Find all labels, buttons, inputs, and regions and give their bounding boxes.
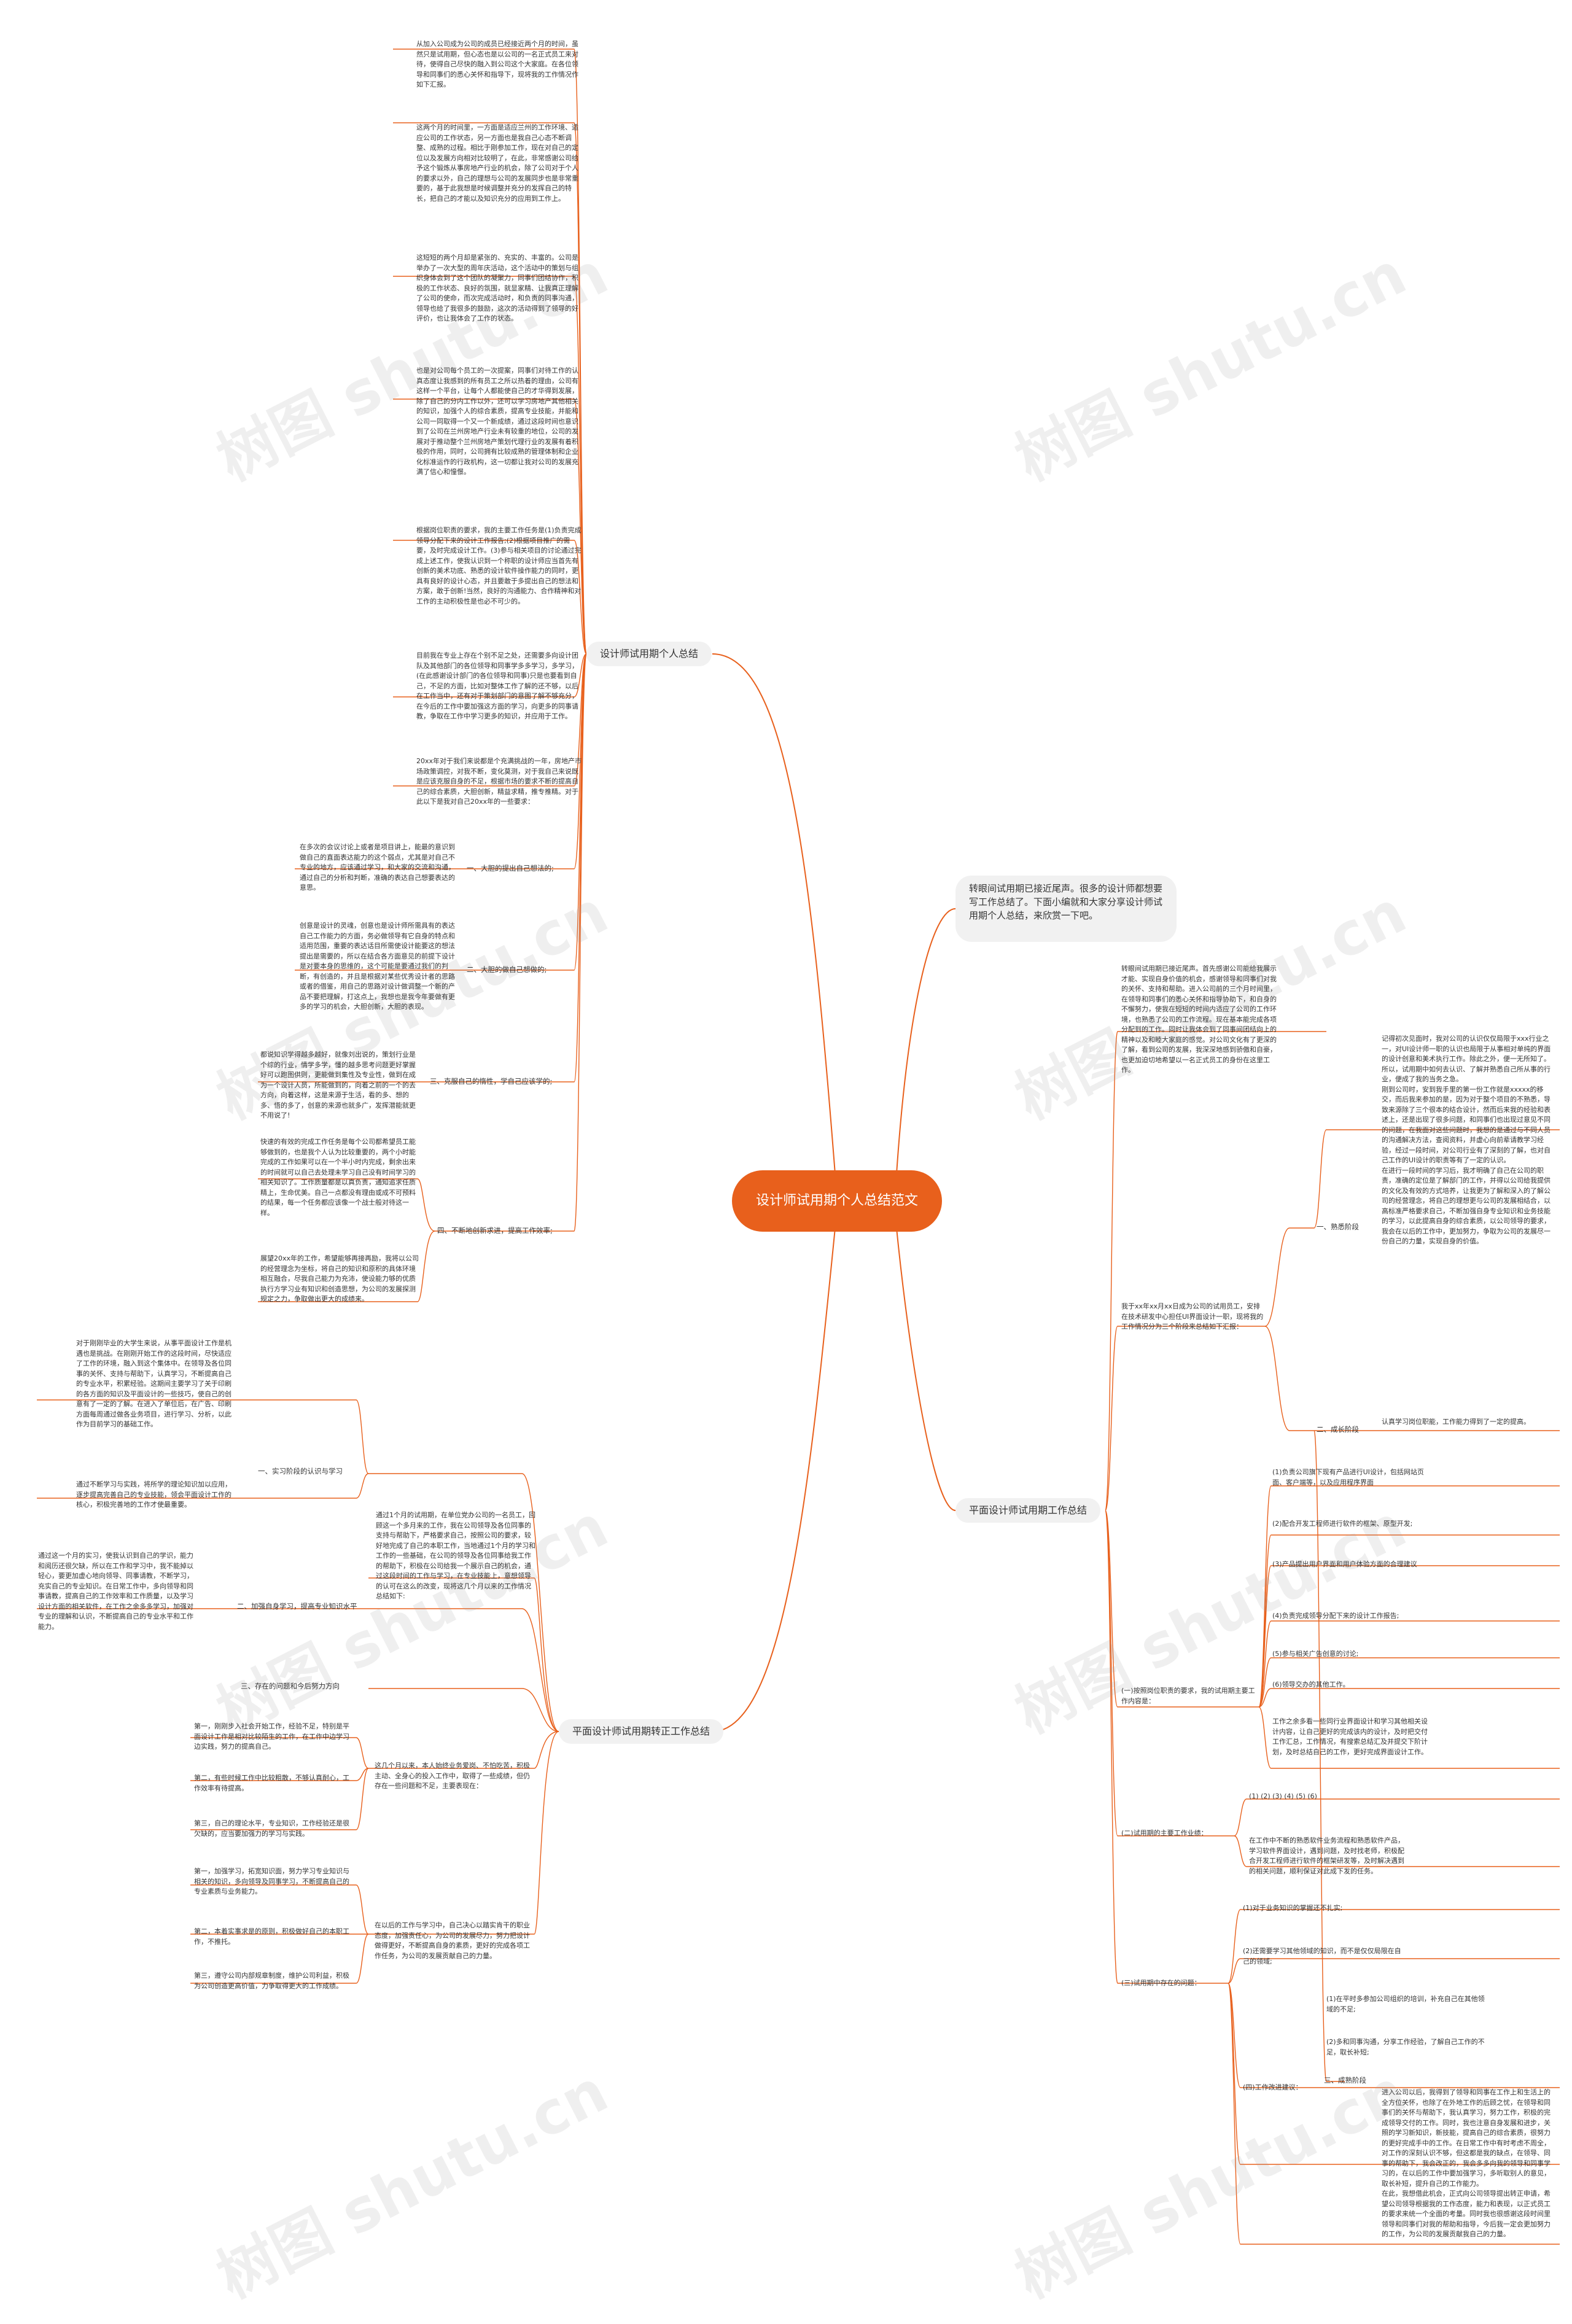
- b1-sub-text: 创意是设计的灵魂，创意也是设计师所需具有的表达自己工作能力的方面，务必做领导有它…: [300, 922, 455, 1011]
- b2-s3-item: 第一，刚刚步入社会开始工作，经验不足，特别是平面设计工作是相对比较陌生的工作，在…: [194, 1722, 349, 1751]
- b3-trial2-label[interactable]: (二)试用期的主要工作业绩：: [1121, 1829, 1208, 1837]
- b3-stage3-text: 进入公司以后，我得到了领导和同事在工作上和生活上的全方位关怀，也除了在外地工作的…: [1382, 2088, 1551, 2238]
- branch-work-summary[interactable]: 平面设计师试用期工作总结: [955, 1498, 1101, 1523]
- b2-main-text: 通过1个月的试用期，在单位党办公司的一名员工，回顾这一个多月来的工作，我在公司领…: [376, 1511, 535, 1600]
- b2-s5-text: 在以后的工作与学习中，自己决心以踏实肯干的职业态度，加强责任心，为公司的发展尽力…: [375, 1921, 530, 1960]
- branch-regularization-summary[interactable]: 平面设计师试用期转正工作总结: [559, 1719, 724, 1744]
- b3-task: (3)产品提出用户界面和用户体验方面的合理建议: [1272, 1560, 1417, 1568]
- central-topic[interactable]: 设计师试用期个人总结范文: [732, 1170, 942, 1232]
- b1-sub-3[interactable]: 三、克服自己的惰性，学自己应该学的;: [430, 1077, 553, 1086]
- b3-trial3-item: (1)对于业务知识的掌握还不扎实;: [1243, 1904, 1343, 1912]
- b1-paragraph: 这短短的两个月却是紧张的、充实的、丰富的。公司是举办了一次大型的周年庆活动，这个…: [416, 254, 578, 322]
- b2-s5-item: 第一，加强学习，拓宽知识面，努力学习专业知识与相关的知识，多向领导及同事学习，不…: [194, 1867, 349, 1895]
- b1-paragraph: 目前我在专业上存在个别不足之处，还需要多向设计团队及其他部门的各位领导和同事学多…: [416, 651, 578, 720]
- link-b1: [712, 653, 836, 1175]
- b2-s4-text: 这几个月以来，本人始终业务爱岗、不怕吃苦，积极主动、全身心的投入工作中，取得了一…: [375, 1762, 530, 1790]
- b2-s1-text: 对于刚刚毕业的大学生来说，从事平面设计工作是机遇也是挑战。在刚刚开始工作的这段时…: [76, 1339, 232, 1428]
- b3-intro-text: 转眼间试用期已接近尾声。首先感谢公司能给我展示才能、实现自身价值的机会，感谢领导…: [1121, 965, 1277, 1074]
- b3-trial3-item: (2)还需要学习其他领域的知识，而不是仅仅局限在自己的领域;: [1243, 1947, 1401, 1965]
- b3-trial3-label[interactable]: (三)试用期中存在的问题：: [1121, 1979, 1201, 1987]
- b2-s3-item: 第二，有些时候工作中比较粗散，不够认真耐心，工作效率有待提高。: [194, 1774, 349, 1792]
- b1-sub-2[interactable]: 二、大胆的做自己想做的;: [467, 965, 547, 974]
- link-b3: [896, 1227, 956, 1511]
- b3-stage2-text: 认真学习岗位职能，工作能力得到了一定的提高。: [1382, 1418, 1530, 1426]
- b3-task: (4)负责完成领导分配下来的设计工作报告;: [1272, 1612, 1399, 1620]
- b3-task-label[interactable]: (一)按照岗位职责的要求，我的试用期主要工作内容是：: [1121, 1687, 1255, 1705]
- b2-s1-text: 通过不断学习与实践，将所学的理论知识加以应用，逐步提高完善自己的专业技能，领会平…: [76, 1480, 232, 1509]
- b1-paragraph: 也是对公司每个员工的一次提案，同事们对待工作的认真态度让我感到的所有员工之所以热…: [416, 367, 578, 476]
- b2-s5-item: 第二，本着实事求是的原则，积极做好自己的本职工作，不推托。: [194, 1927, 349, 1946]
- b3-improve-item: (2)多和同事沟通，分享工作经验，了解自己工作的不足，取长补短;: [1326, 2038, 1485, 2056]
- b1-sub-1[interactable]: 一、大胆的提出自己想法的;: [467, 864, 554, 872]
- b2-sub-1[interactable]: 一、实习阶段的认识与学习: [258, 1467, 343, 1475]
- b2-s3-item: 第三，自己的理论水平，专业知识，工作经验还是很欠缺的，应当要加强力的学习与实践。: [194, 1819, 349, 1838]
- b3-improve-item: (1)在平时多参加公司组织的培训，补充自己在其他领域的不足;: [1326, 1995, 1485, 2013]
- b3-stage-3[interactable]: 三、成熟阶段: [1324, 2076, 1366, 2085]
- b2-s2-text: 通过这一个月的实习，使我认识到自己的学识，能力和阅历还很欠缺，所以在工作和学习中…: [38, 1552, 193, 1631]
- b1-sub-text: 快速的有效的完成工作任务是每个公司都希望员工能够做到的，也是我个人认为比较重要的…: [260, 1138, 416, 1217]
- b3-stage-2[interactable]: 二、成长阶段: [1317, 1425, 1359, 1434]
- b3-task: (6)领导交办的其他工作。: [1272, 1681, 1350, 1689]
- b3-task: (1)负责公司旗下现有产品进行UI设计，包括网站页面、客户端等，以及应用程序界面: [1272, 1468, 1424, 1487]
- b3-trial2-text: 在工作中不断的熟悉软件业务流程和熟悉软件产品，学习软件界面设计，遇到问题，及时找…: [1249, 1836, 1404, 1875]
- b3-stage1-text: 记得初次见面时，我对公司的认识仅仅局限于xxx行业之一，对UI设计师一职的认识也…: [1382, 1035, 1551, 1245]
- b1-sub-4[interactable]: 四、不断地创新求进，提高工作效率;: [437, 1226, 553, 1235]
- b3-task: (5)参与相关广告创意的讨论;: [1272, 1650, 1359, 1658]
- b1-paragraph: 20xx年对于我们来说都是个充满挑战的一年，房地产市场政策调控，对我不断，变化莫…: [416, 757, 582, 806]
- link-b2: [712, 1227, 836, 1732]
- branch-trial-summary[interactable]: 设计师试用期个人总结: [586, 642, 712, 666]
- b3-task: (2)配合开发工程师进行软件的框架、原型开发;: [1272, 1520, 1413, 1528]
- b3-improve-label[interactable]: (四)工作改进建议：: [1243, 2083, 1302, 2091]
- b3-task-extra: 工作之余多看一些同行业界面设计和学习其他相关设计内容，让自己更好的完成该内的设计…: [1272, 1717, 1428, 1756]
- b2-sub-3[interactable]: 三、存在的问题和今后努力方向: [241, 1682, 340, 1690]
- b1-sub-text: 都说知识学得越多越好，就像刘出说的，策划行业是个综的行业，情学多学，懂的越多思考…: [260, 1051, 416, 1119]
- b1-paragraph: 这两个月的时间里，一方面是适应兰州的工作环境、适应公司的工作状态，另一方面也是我…: [416, 123, 578, 203]
- b1-sub-text: 展望20xx年的工作，希望能够再接再励，我将以公司的经营理念为坐标，将自己的知识…: [260, 1254, 419, 1303]
- intro-node[interactable]: 转眼间试用期已接近尾声。很多的设计师都想要写工作总结了。下面小编就和大家分享设计…: [955, 876, 1177, 942]
- b3-summary-text: 我于xx年xx月xx日成为公司的试用员工，安排在技术研发中心担任UI界面设计一职…: [1121, 1302, 1264, 1331]
- b3-stage-1[interactable]: 一、熟悉阶段: [1317, 1222, 1359, 1231]
- b1-sub-text: 在多次的会议讨论上或者是项目讲上，能最的意识到做自己的直面表达能力的这个弱点，尤…: [300, 843, 455, 892]
- b1-paragraph: 根据岗位职责的要求，我的主要工作任务是(1)负责完成领导分配下来的设计工作报告;…: [416, 526, 582, 605]
- link-intro: [896, 908, 956, 1175]
- b2-sub-2[interactable]: 二、加强自身学习，提高专业知识水平: [237, 1602, 357, 1611]
- b2-s5-item: 第三，遵守公司内部规章制度，维护公司利益，积极为公司创造更高价值，力争取得更大的…: [194, 1972, 349, 1990]
- b1-paragraph: 从加入公司成为公司的成员已经接近两个月的时间，虽然只是试用期，但心态也是以公司的…: [416, 40, 578, 88]
- b3-trial2-items: (1) (2) (3) (4) (5) (6): [1249, 1792, 1317, 1800]
